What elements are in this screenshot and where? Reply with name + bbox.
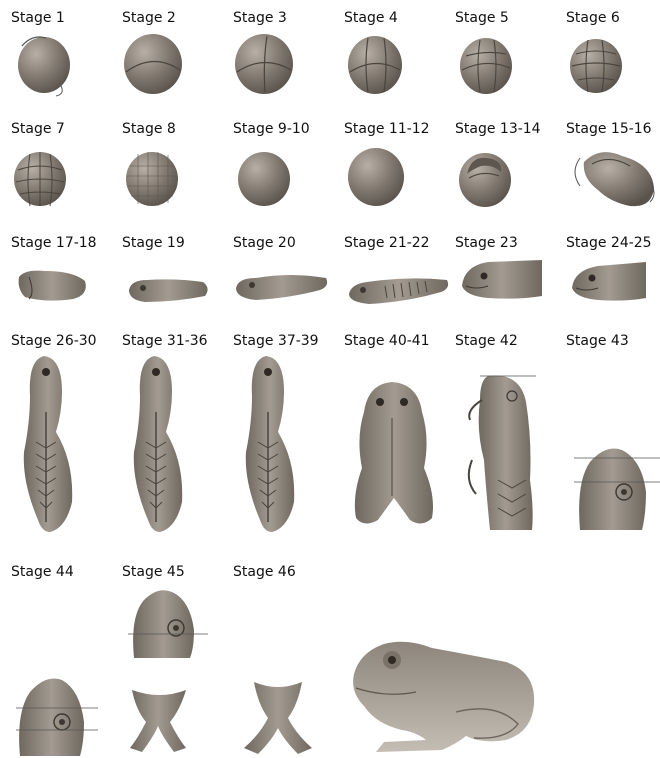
stage-label: Stage 11-12 — [344, 121, 430, 137]
stage-17-18-embryo-illustration — [15, 265, 90, 305]
adult-frog-illustration — [346, 632, 542, 756]
stage-42-metamorph-illustration — [460, 370, 544, 534]
stage-label: Stage 24-25 — [566, 235, 652, 251]
stage-37-39-tadpole-illustration — [234, 352, 302, 534]
stage-5-egg-illustration — [458, 36, 514, 96]
stage-label: Stage 42 — [455, 333, 518, 349]
stage-45-head-illustration — [128, 586, 210, 662]
stage-11-12-embryo-illustration — [346, 146, 406, 208]
stage-8-embryo-illustration — [124, 150, 180, 208]
stage-label: Stage 7 — [11, 121, 65, 137]
stage-label: Stage 44 — [11, 564, 74, 580]
stage-label: Stage 43 — [566, 333, 629, 349]
stage-label: Stage 37-39 — [233, 333, 319, 349]
stage-9-10-embryo-illustration — [236, 150, 292, 208]
stage-20-embryo-illustration — [234, 270, 330, 304]
stage-label: Stage 19 — [122, 235, 185, 251]
stage-label: Stage 26-30 — [11, 333, 97, 349]
stage-label: Stage 45 — [122, 564, 185, 580]
stage-40-41-tadpole-illustration — [352, 378, 436, 530]
stage-2-egg-illustration — [122, 32, 184, 96]
stage-label: Stage 3 — [233, 10, 287, 26]
stage-label: Stage 9-10 — [233, 121, 310, 137]
stage-label: Stage 13-14 — [455, 121, 541, 137]
stage-13-14-embryo-illustration — [457, 148, 513, 208]
stage-31-36-tadpole-illustration — [122, 352, 190, 534]
stage-45-hindlimbs-illustration — [126, 686, 192, 756]
stage-46-hindlimbs-illustration — [236, 678, 320, 758]
stage-label: Stage 15-16 — [566, 121, 652, 137]
stage-26-30-tadpole-illustration — [12, 352, 80, 534]
stage-7-embryo-illustration — [12, 150, 68, 208]
stage-label: Stage 40-41 — [344, 333, 430, 349]
stage-label: Stage 17-18 — [11, 235, 97, 251]
stage-label: Stage 21-22 — [344, 235, 430, 251]
stage-3-egg-illustration — [233, 32, 295, 96]
stage-label: Stage 46 — [233, 564, 296, 580]
stage-label: Stage 23 — [455, 235, 518, 251]
stage-23-tadpole-head-illustration — [458, 256, 544, 302]
stage-label: Stage 6 — [566, 10, 620, 26]
stage-44-head-illustration — [14, 672, 100, 758]
stage-24-25-tadpole-head-illustration — [568, 258, 648, 304]
stage-label: Stage 2 — [122, 10, 176, 26]
stage-label: Stage 8 — [122, 121, 176, 137]
stage-19-embryo-illustration — [125, 272, 211, 306]
stage-label: Stage 1 — [11, 10, 65, 26]
stage-label: Stage 31-36 — [122, 333, 208, 349]
stage-label: Stage 20 — [233, 235, 296, 251]
stage-4-egg-illustration — [346, 34, 404, 96]
stage-1-egg-illustration — [16, 32, 74, 96]
stage-21-22-embryo-illustration — [347, 272, 451, 308]
stage-label: Stage 4 — [344, 10, 398, 26]
stage-label: Stage 5 — [455, 10, 509, 26]
stage-15-16-embryo-illustration — [570, 144, 660, 212]
stage-43-head-illustration — [572, 442, 660, 534]
stage-6-egg-illustration — [568, 36, 624, 96]
